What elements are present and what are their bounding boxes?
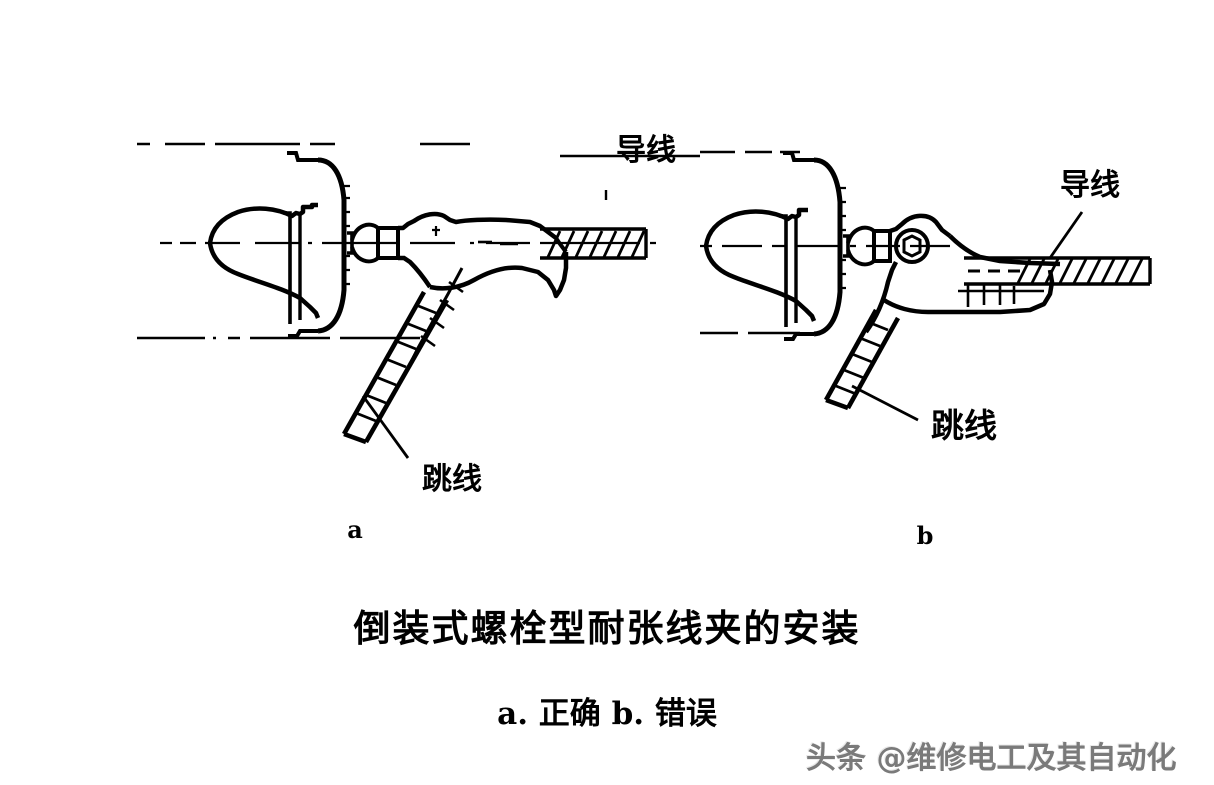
panel-b-jumper-wire xyxy=(823,308,901,411)
panel-a-jumper-wire xyxy=(341,267,464,445)
panel-a-drawing: 导线 跳线 a xyxy=(137,133,700,544)
panel-b-jumper-leader xyxy=(851,384,919,422)
panel-b-panel-label: b xyxy=(917,521,934,550)
panel-a-insulator xyxy=(207,151,350,338)
panel-a-conductor-label: 导线 xyxy=(616,133,676,168)
figure-title: 倒装式螺栓型耐张线夹的安装 xyxy=(353,607,861,650)
panel-b-jumper-label: 跳线 xyxy=(931,406,997,445)
panel-b-conductor-label: 导线 xyxy=(1060,168,1120,203)
panel-a-jumper-leader xyxy=(361,395,410,459)
panel-a-clamp-body xyxy=(398,211,569,299)
panel-b-clamp-body xyxy=(864,213,1061,334)
panel-b-insulator xyxy=(703,151,846,341)
panel-a-conductor-wire xyxy=(540,190,648,260)
panel-b-ball-socket xyxy=(843,225,892,267)
panel-a-jumper-label: 跳线 xyxy=(422,462,482,497)
panel-b-conductor-leader xyxy=(1048,211,1084,259)
figure-subtitle: a. 正确 b. 错误 xyxy=(497,696,717,732)
panel-a-panel-label: a xyxy=(347,515,363,544)
watermark-text: 头条 @维修电工及其自动化 xyxy=(806,741,1177,776)
panel-a-ball-socket xyxy=(347,222,400,264)
panel-b-conductor-wire xyxy=(964,256,1152,286)
panel-b-drawing: 导线 跳线 b xyxy=(700,150,1152,550)
panel-a-upper-guide xyxy=(137,142,700,158)
